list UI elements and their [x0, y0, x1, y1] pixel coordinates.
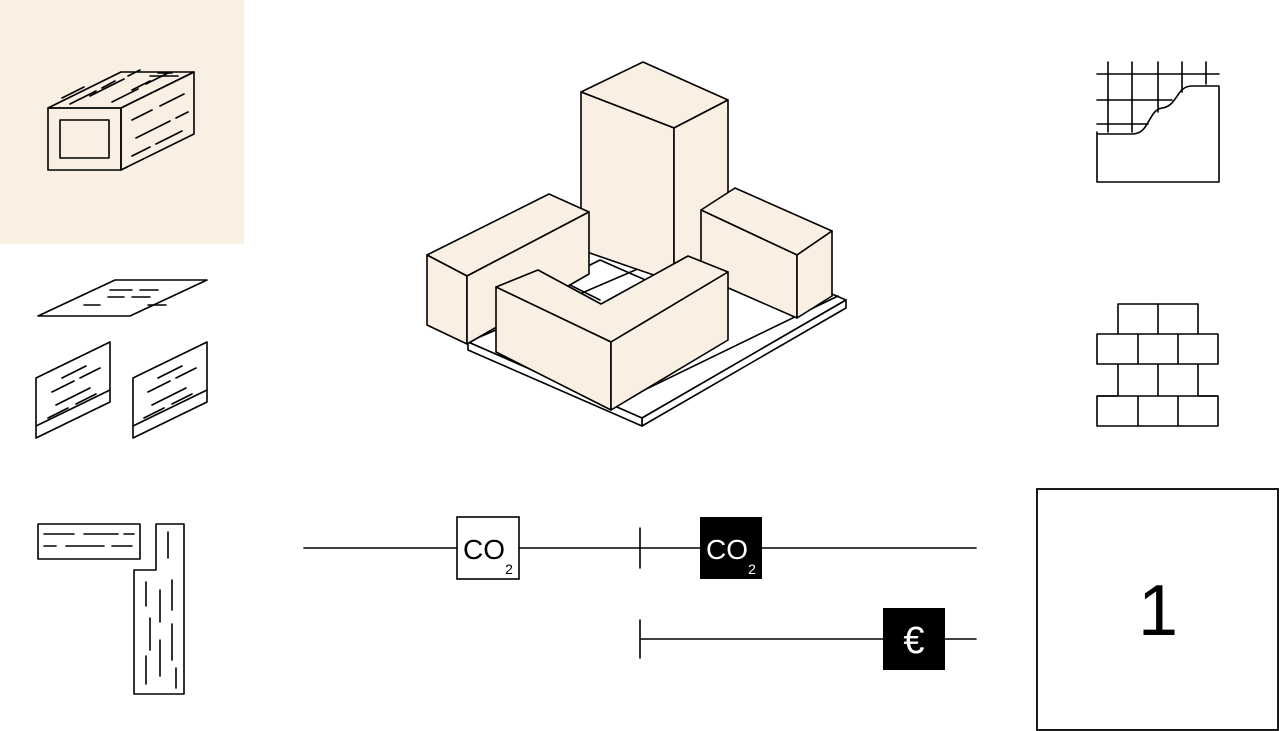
brick-wall-icon [1096, 303, 1219, 427]
timber-beam-icon [47, 69, 195, 171]
timeline [303, 527, 977, 659]
euro-icon: € [883, 608, 945, 670]
timber-joint-icon [37, 523, 185, 695]
euro-label: € [903, 620, 924, 662]
co2-outline-subscript: 2 [505, 561, 513, 577]
beam-panel [0, 0, 244, 244]
co2-icon: CO 2 [456, 516, 520, 580]
timber-panels-icon [35, 279, 208, 439]
co2-filled-subscript: 2 [748, 561, 756, 577]
co2-outline-label: CO [463, 534, 505, 565]
building-blocks-icon [426, 61, 847, 427]
co2-filled-label: CO [706, 534, 748, 565]
counter-box: 1 [1036, 488, 1279, 731]
counter-value: 1 [1138, 571, 1178, 651]
terrain-grid-icon [1096, 61, 1220, 183]
co2-filled-icon: CO 2 [700, 517, 762, 579]
